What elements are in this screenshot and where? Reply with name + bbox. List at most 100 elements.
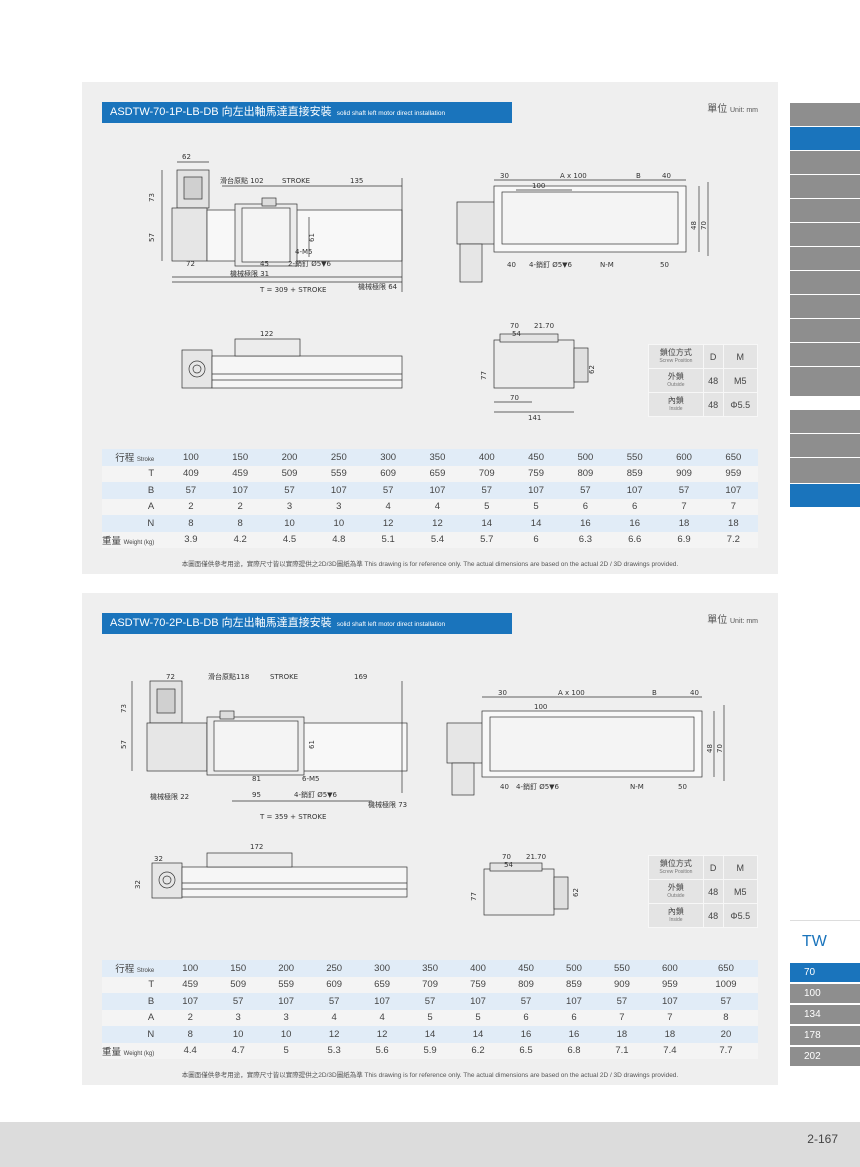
- screw-row-label: 內鎖: [667, 395, 684, 405]
- spec-cell: 4.4: [166, 1042, 215, 1059]
- drawing-svg: 72 滑台原點118 STROKE 169 73 57 61 81 6-M5 9…: [120, 672, 725, 916]
- spec-cell: 107: [215, 482, 265, 499]
- dim-label: 滑台原點 102: [220, 176, 264, 185]
- spec-cell: 7.4: [645, 1042, 694, 1059]
- dim-label: STROKE: [282, 177, 310, 185]
- spec-cell: 7: [708, 498, 758, 515]
- category-tab[interactable]: [790, 458, 860, 484]
- spec-cell: 8: [166, 515, 216, 532]
- screw-header-sub: Screw Position: [659, 357, 693, 364]
- dim-label: 70: [502, 853, 511, 861]
- spec-row-sub: Stroke: [136, 457, 155, 464]
- category-tab[interactable]: [790, 410, 860, 434]
- dim-label: B: [636, 172, 641, 180]
- spec-cell: 609: [363, 465, 413, 482]
- spec-cell: 57: [264, 482, 315, 499]
- size-tab-100[interactable]: 100: [790, 984, 860, 1004]
- spec-cell: 7.1: [597, 1042, 646, 1059]
- screw-row-d: 48: [702, 392, 724, 417]
- dim-label: N-M: [630, 783, 644, 791]
- spec-cell: 5: [406, 1009, 455, 1026]
- spec-cell: 12: [412, 515, 463, 532]
- dim-label: 81: [252, 775, 261, 783]
- category-tab-active[interactable]: [790, 484, 860, 508]
- size-tab-134[interactable]: 134: [790, 1005, 860, 1025]
- spec-cell: 3.9: [166, 531, 216, 548]
- size-tab-178[interactable]: 178: [790, 1026, 860, 1046]
- spec-cell: 909: [597, 976, 646, 993]
- spec-cell: 14: [406, 1026, 455, 1043]
- category-tab[interactable]: [790, 175, 860, 199]
- spec-cell: 350: [406, 960, 455, 977]
- spec-cell: 650: [708, 449, 758, 466]
- spec-cell: 809: [502, 976, 550, 993]
- spec-cell: 459: [215, 465, 265, 482]
- category-tab[interactable]: [790, 271, 860, 295]
- dim-label: T = 359 + STROKE: [259, 813, 326, 821]
- dim-label: B: [652, 689, 657, 697]
- screw-row-sub: Outside: [667, 381, 685, 388]
- category-tab[interactable]: [790, 247, 860, 271]
- category-tab[interactable]: [790, 434, 860, 458]
- category-tab[interactable]: [790, 319, 860, 343]
- spec-cell: 16: [560, 515, 611, 532]
- spec-row-label: B: [147, 995, 155, 1007]
- spec-cell: 150: [215, 449, 265, 466]
- category-tab[interactable]: [790, 343, 860, 367]
- series-header: TW: [790, 920, 860, 963]
- screw-header-d: D: [702, 344, 724, 369]
- category-tab[interactable]: [790, 103, 860, 127]
- spec-row-sub: Stroke: [136, 968, 155, 975]
- spec-cell: 2: [166, 498, 216, 515]
- screw-row-m: Φ5.5: [722, 903, 759, 928]
- dim-label: 70: [700, 221, 708, 230]
- category-tab[interactable]: [790, 367, 860, 397]
- spec-cell: 8: [215, 515, 265, 532]
- dim-label: 72: [186, 260, 195, 268]
- spec-cell: 859: [610, 465, 660, 482]
- spec-row-header: 行程 Stroke: [102, 960, 167, 977]
- screw-row-d: 48: [702, 879, 724, 904]
- spec-cell: 107: [262, 993, 311, 1010]
- spec-cell: 6.3: [560, 531, 611, 548]
- unit-label-text: 單位: [707, 104, 728, 115]
- spec-cell: 16: [549, 1026, 598, 1043]
- spec-row-header: N: [102, 1026, 167, 1043]
- category-tab-active[interactable]: [790, 127, 860, 151]
- dim-label: 169: [354, 673, 367, 681]
- section-title-text: ASDTW-70-1P-LB-DB 向左出軸馬達直接安裝: [110, 106, 332, 118]
- size-tab-202[interactable]: 202: [790, 1047, 860, 1067]
- spec-cell: 3: [314, 498, 364, 515]
- spec-row-sub: Weight (kg): [123, 1050, 155, 1057]
- category-tab[interactable]: [790, 199, 860, 223]
- spec-cell: 600: [645, 960, 694, 977]
- spec-cell: 8: [166, 1026, 215, 1043]
- spec-cell: 2: [215, 498, 265, 515]
- section-title: ASDTW-70-2P-LB-DB 向左出軸馬達直接安裝 solid shaft…: [102, 613, 512, 634]
- spec-cell: 18: [597, 1026, 646, 1043]
- spec-cell: 6: [502, 1009, 550, 1026]
- category-tab[interactable]: [790, 295, 860, 319]
- spec-cell: 5.6: [358, 1042, 407, 1059]
- size-tab-70[interactable]: 70: [790, 963, 860, 983]
- category-tab[interactable]: [790, 151, 860, 175]
- dim-label: 滑台原點118: [208, 672, 249, 681]
- category-tab[interactable]: [790, 223, 860, 247]
- screw-header-m: M: [722, 344, 759, 369]
- drawing-svg: 62 73 57 滑台原點 102 STROKE 135 61 4-M5 45 …: [148, 153, 709, 422]
- spec-cell: 107: [454, 993, 503, 1010]
- spec-cell: 759: [511, 465, 561, 482]
- spec-row-label: A: [147, 1012, 155, 1024]
- spec-cell: 5.7: [462, 531, 512, 548]
- spec-cell: 4: [358, 1009, 407, 1026]
- screw-row-label: 外鎖: [667, 371, 684, 381]
- spec-panel-1p: ASDTW-70-1P-LB-DB 向左出軸馬達直接安裝 solid shaft…: [82, 82, 778, 574]
- disclaimer-note: 本圖面僅供參考用途，實際尺寸皆以實際提供之2D/3D圖紙為準 This draw…: [181, 561, 679, 568]
- spec-row-header: A: [102, 498, 167, 515]
